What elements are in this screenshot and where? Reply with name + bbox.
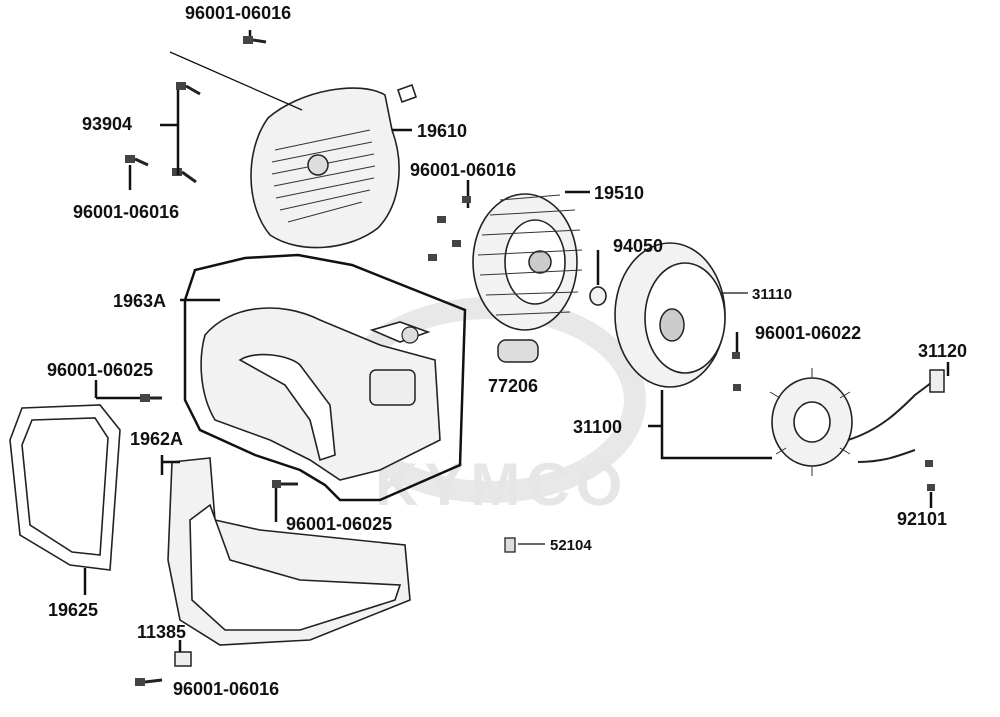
screws-92101 [925,460,935,508]
label-96001-06016-bottom: 96001-06016 [173,679,279,699]
label-52104: 52104 [550,537,592,554]
label-19610: 19610 [417,121,467,141]
screw-bottom [135,678,163,686]
stator-31120 [769,368,945,476]
label-93904: 93904 [82,114,132,134]
clamp-11385 [174,640,192,667]
cooling-fan-19510 [472,193,583,331]
fan-cover-19610 [250,83,418,249]
label-31100: 31100 [573,417,622,437]
label-96001-06025-mid: 96001-06025 [286,514,392,534]
screw-top [243,36,267,44]
label-77206: 77206 [488,376,538,396]
label-31110: 31110 [752,286,792,303]
leader-top-screw [169,51,303,111]
shroud-group-1963A [183,253,467,502]
fan-screws [428,196,471,261]
lower-shroud-1962A [167,457,411,646]
gasket-19625 [9,404,121,571]
screw-left [125,155,149,167]
grommet-77206 [497,339,539,363]
label-94050: 94050 [613,236,663,256]
label-1962A: 1962A [130,429,183,449]
label-11385: 11385 [137,622,186,642]
label-19510: 19510 [594,183,644,203]
leader-93904 [160,90,180,175]
stator-screws [732,332,741,391]
screw-06025-mid [272,480,298,522]
label-92101: 92101 [897,509,947,529]
leader-31100 [648,390,772,460]
flywheel-rotor-31110 [614,242,726,388]
label-19625: 19625 [48,600,98,620]
label-96001-06016-left: 96001-06016 [73,202,179,222]
label-96001-06025-left: 96001-06025 [47,360,153,380]
nut-94050 [589,250,607,306]
bolts-93904 [172,82,201,184]
leader-1962A [160,455,180,475]
label-96001-06016-top: 96001-06016 [185,3,291,23]
label-31120: 31120 [918,341,967,361]
screw-06025-left [94,380,162,402]
label-96001-06016-mid: 96001-06016 [410,160,516,180]
label-1963A: 1963A [113,291,166,311]
label-96001-06022: 96001-06022 [755,323,861,343]
clip-52104 [504,537,545,553]
